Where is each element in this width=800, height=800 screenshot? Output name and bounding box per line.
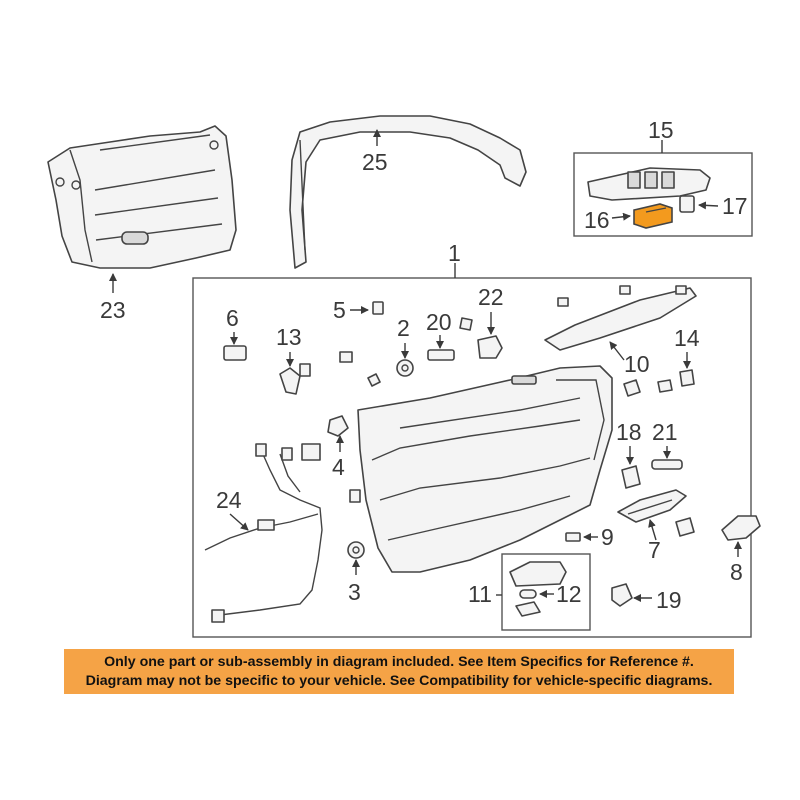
courtesy-lamp-11-part: [509, 561, 567, 617]
switch-kit-frame: [573, 152, 753, 237]
clip-5-part: [372, 301, 384, 315]
leader-10: [609, 341, 625, 361]
clip-18-part: [621, 465, 641, 489]
clip-6-part: [223, 345, 247, 361]
callout-24: 24: [216, 487, 242, 513]
callout-1: 1: [448, 240, 461, 266]
notice-line-1: Only one part or sub-assembly in diagram…: [104, 654, 694, 670]
callout-7: 7: [648, 537, 661, 563]
callout-22: 22: [478, 284, 504, 310]
callout-19: 19: [656, 587, 682, 613]
callout-9: 9: [601, 524, 614, 550]
callout-8: 8: [730, 559, 743, 585]
bulb-12-part: [519, 589, 537, 599]
assembly-frame: [192, 277, 752, 638]
callout-2: 2: [397, 315, 410, 341]
callout-3: 3: [348, 579, 361, 605]
leader-16: [611, 212, 631, 221]
callout-15: 15: [648, 117, 674, 143]
callout-11: 11: [468, 581, 492, 607]
sensor-22-part: [477, 335, 503, 359]
switch-17-part: [679, 195, 695, 213]
callout-10: 10: [624, 351, 650, 377]
callout-25: 25: [362, 149, 388, 175]
callout-4: 4: [332, 454, 345, 480]
bracket-13-part: [279, 363, 311, 395]
grommet-2-part: [339, 351, 414, 387]
callout-16: 16: [584, 207, 610, 233]
callout-20: 20: [426, 309, 452, 335]
inner-panel-part: [47, 125, 237, 269]
callout-17: 17: [722, 193, 748, 219]
clip-14-part: [623, 369, 695, 397]
retainer-4-part: [301, 415, 349, 461]
door-handle-7-part: [617, 489, 695, 537]
callout-18: 18: [616, 419, 642, 445]
leader-24: [229, 513, 249, 531]
clip-9-part: [565, 532, 581, 542]
pad-20-part: [427, 317, 473, 361]
grommet-3-part: [347, 541, 365, 559]
callout-6: 6: [226, 305, 239, 331]
switch-16-highlighted-part: [633, 203, 673, 229]
leader-17: [698, 201, 719, 210]
callout-14: 14: [674, 325, 700, 351]
wire-harness-24-part: [204, 443, 361, 623]
trim-21-part: [651, 459, 683, 470]
callout-5: 5: [333, 297, 346, 323]
leader-7: [648, 519, 657, 541]
notice-line-2: Diagram may not be specific to your vehi…: [85, 673, 713, 689]
lamp-frame: [501, 553, 591, 631]
fastener-19-part: [611, 583, 633, 607]
callout-12: 12: [556, 581, 582, 607]
window-switch-part: [587, 167, 711, 201]
armrest-trim-10-part: [544, 285, 697, 351]
callout-13: 13: [276, 324, 302, 350]
weatherstrip-part: [289, 115, 527, 269]
compatibility-notice: Only one part or sub-assembly in diagram…: [64, 649, 734, 694]
callout-23: 23: [100, 297, 126, 323]
door-trim-panel-part: [357, 365, 613, 573]
callout-21: 21: [652, 419, 678, 445]
cover-8-part: [721, 515, 761, 541]
